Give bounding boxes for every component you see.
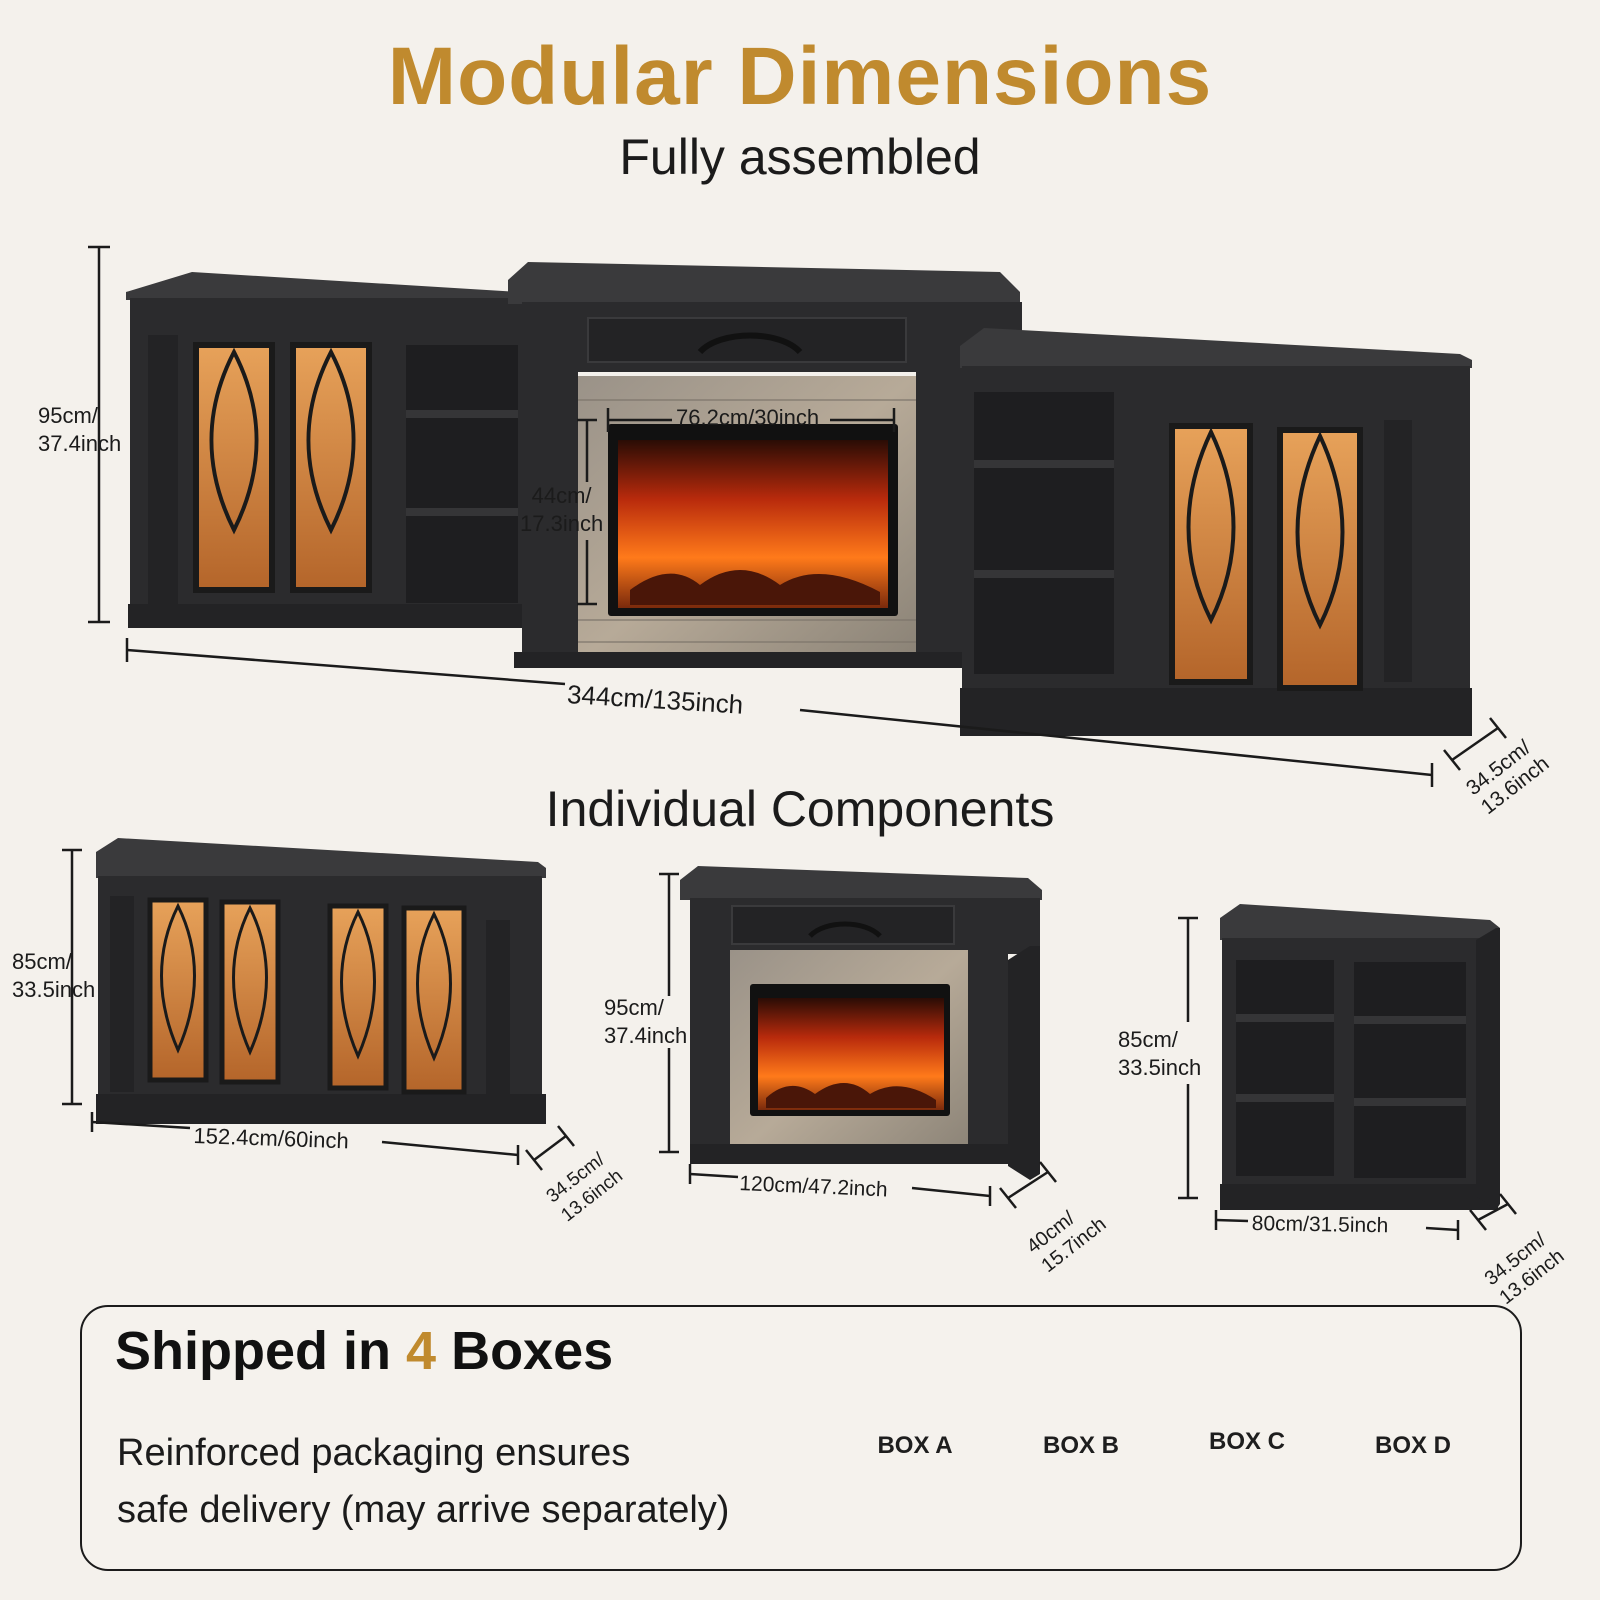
- crate-a-label: BOX A: [877, 1432, 953, 1459]
- shipping-description: Reinforced packaging ensures safe delive…: [117, 1425, 857, 1539]
- cabinet-dimension-lines: [62, 848, 575, 1171]
- assembled-fireplace: [508, 262, 1022, 668]
- shipping-title-suffix: Boxes: [451, 1321, 614, 1381]
- assembled-dimension-lines: [88, 245, 1507, 787]
- assembled-height-label: 95cm/ 37.4inch: [38, 402, 121, 458]
- page-subtitle: Fully assembled: [619, 129, 981, 185]
- shipping-description-line1: Reinforced packaging ensures: [117, 1432, 631, 1474]
- fireplace-height-label: 95cm/ 37.4inch: [604, 994, 687, 1050]
- bookcase-height-cm: 85cm/: [1118, 1027, 1178, 1052]
- assembled-height-inch: 37.4inch: [38, 431, 122, 456]
- cabinet-height-label: 85cm/ 33.5inch: [12, 948, 95, 1004]
- firebox-height-cm: 44cm/: [531, 483, 592, 508]
- component-bookcase: [1220, 904, 1500, 1210]
- component-cabinet: [96, 838, 546, 1124]
- components-heading: Individual Components: [545, 781, 1055, 837]
- assembled-left-cabinet: [126, 272, 524, 628]
- firebox-height-inch: 17.3inch: [520, 511, 604, 536]
- assembled-right-cabinet: [960, 328, 1472, 736]
- fireplace-height-inch: 37.4inch: [604, 1023, 688, 1048]
- shipping-title-prefix: Shipped in: [115, 1321, 391, 1381]
- shipping-panel: [80, 1305, 1522, 1571]
- firebox-width-label: 76.2cm/30inch: [676, 405, 820, 430]
- crate-b-label: BOX B: [1042, 1432, 1119, 1459]
- fireplace-dimension-lines: [659, 872, 1057, 1209]
- page-title: Modular Dimensions: [387, 31, 1213, 122]
- crate-c-label: BOX C: [1208, 1428, 1285, 1455]
- bookcase-height-label: 85cm/ 33.5inch: [1118, 1026, 1201, 1082]
- fireplace-height-cm: 95cm/: [604, 995, 664, 1020]
- firebox-height-label: 44cm/ 17.3inch: [520, 482, 603, 538]
- assembled-set: [126, 262, 1472, 736]
- bookcase-dimension-lines: [1178, 916, 1517, 1240]
- component-fireplace: [680, 866, 1042, 1180]
- assembled-height-cm: 95cm/: [38, 403, 98, 428]
- shipping-description-line2: safe delivery (may arrive separately): [117, 1489, 730, 1531]
- cabinet-height-cm: 85cm/: [12, 949, 72, 974]
- bookcase-width-label: 80cm/31.5inch: [1251, 1211, 1389, 1238]
- cabinet-width-label: 152.4cm/60inch: [193, 1122, 350, 1154]
- shipping-box-count: 4: [406, 1321, 437, 1381]
- shipping-title: Shipped in 4 Boxes: [115, 1320, 613, 1382]
- crate-d-label: BOX D: [1374, 1432, 1451, 1459]
- bookcase-height-inch: 33.5inch: [1118, 1055, 1202, 1080]
- cabinet-height-inch: 33.5inch: [12, 977, 96, 1002]
